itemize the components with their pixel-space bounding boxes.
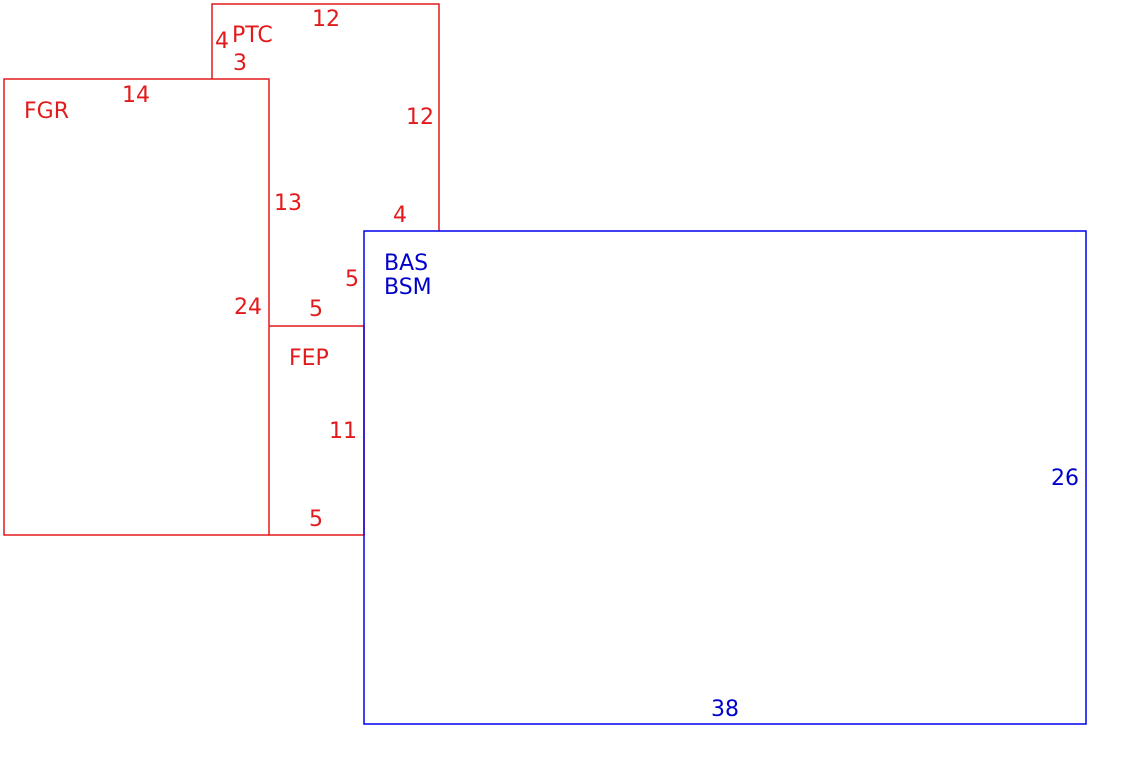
- ptc-right-dimension: 12: [406, 105, 434, 130]
- ptc-inner-right-dimension: 13: [274, 191, 302, 216]
- ptc-bottom-dimension: 3: [233, 51, 247, 76]
- fep-label: FEP: [289, 346, 329, 371]
- ptc-outline: [211, 3, 440, 231]
- bas-bottom-dimension: 38: [711, 697, 739, 722]
- ptc-top-dimension: 12: [312, 7, 340, 32]
- bas-label: BAS: [384, 251, 428, 276]
- fgr-right-dimension: 24: [234, 295, 262, 320]
- ptc-notch-dimension: 5: [345, 267, 359, 292]
- fgr-label: FGR: [24, 99, 69, 124]
- fgr-outline: [3, 78, 270, 536]
- ptc-label: PTC: [232, 23, 273, 48]
- fep-top-dimension: 5: [309, 297, 323, 322]
- ptc-bottom-right-dimension: 4: [393, 203, 407, 228]
- bas-right-dimension: 26: [1051, 466, 1079, 491]
- fgr-top-dimension: 14: [122, 83, 150, 108]
- ptc-left-dimension: 4: [215, 29, 229, 54]
- bas-outline: [363, 230, 1087, 725]
- fep-bottom-dimension: 5: [309, 507, 323, 532]
- bsm-label: BSM: [384, 275, 432, 300]
- fep-right-dimension: 11: [329, 419, 357, 444]
